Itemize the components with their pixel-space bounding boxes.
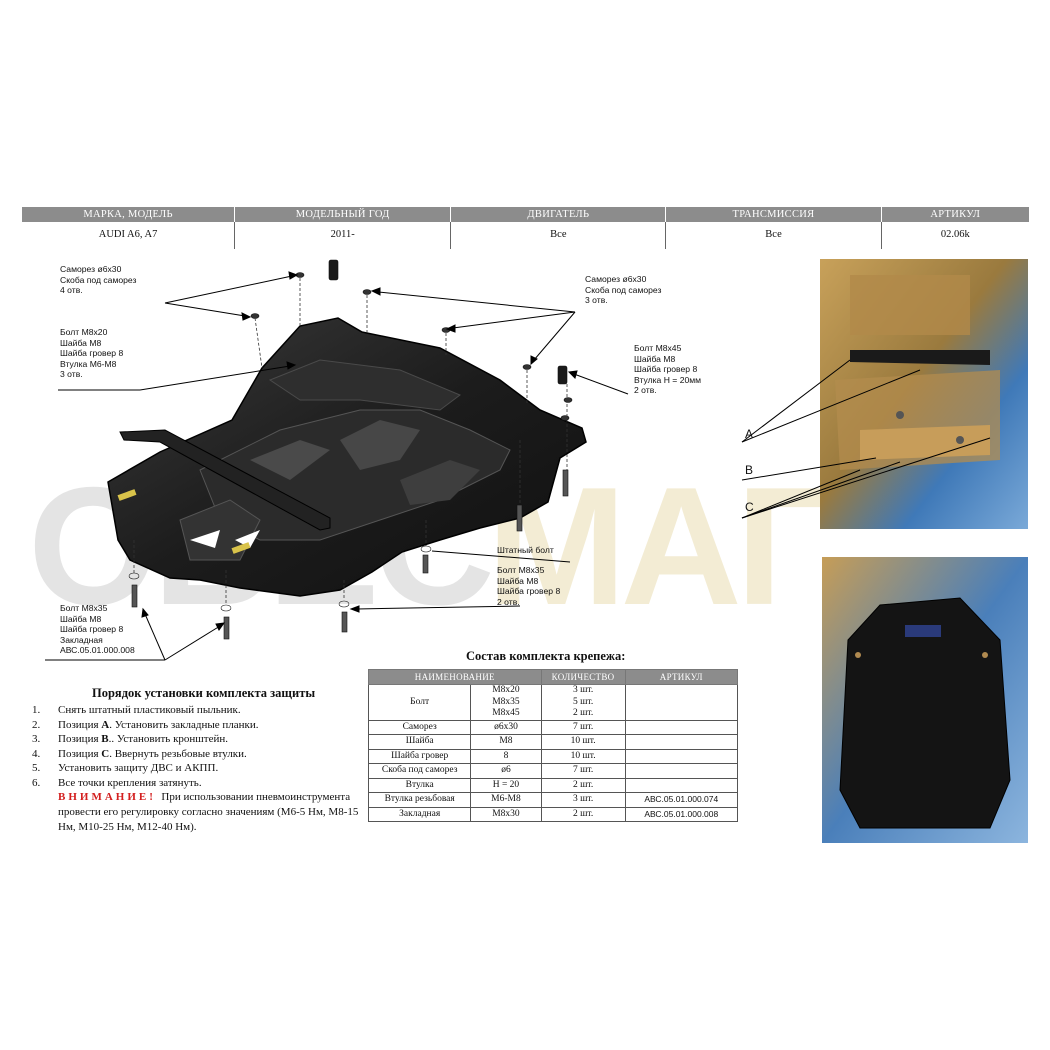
callout-leaders <box>45 271 629 661</box>
callout-bolt-m8x45: Болт М8х45 Шайба М8 Шайба гровер 8 Втулк… <box>634 343 702 396</box>
header-val-make: AUDI A6, A7 <box>22 222 236 249</box>
photo-leaders <box>741 359 991 519</box>
kit-header-row: НАИМЕНОВАНИЕ КОЛИЧЕСТВО АРТИКУЛ <box>368 669 739 685</box>
assembly-lines <box>133 278 568 605</box>
kit-col-name: НАИМЕНОВАНИЕ <box>368 669 542 685</box>
callout-screw-left: Саморез ø6x30 Скоба под саморез 4 отв. <box>60 264 137 296</box>
photo-letter-b: B <box>745 463 754 477</box>
header-col-transmission: ТРАНСМИССИЯ <box>666 207 882 222</box>
installation-step: 1.Снять штатный пластиковый пыльник. <box>32 704 241 716</box>
header-row-labels: МАРКА, МОДЕЛЬ МОДЕЛЬНЫЙ ГОД ДВИГАТЕЛЬ ТР… <box>22 207 1029 222</box>
callout-stock-bolt: Штатный болт <box>497 545 554 555</box>
header-val-year: 2011- <box>235 222 452 249</box>
warning-text: При использовании пневмоинструмента пров… <box>58 791 359 833</box>
warning-note: ВНИМАНИЕ! При использовании пневмоинстру… <box>58 790 378 835</box>
callout-bolt-m8x35-right: Болт М8х35 Шайба М8 Шайба гровер 8 2 отв… <box>497 565 561 607</box>
kit-title: Состав комплекта крепежа: <box>466 649 626 663</box>
header-row-values: AUDI A6, A7 2011- Все Все 02.06k <box>22 222 1029 249</box>
callout-screw-right: Саморез ø6x30 Скоба под саморез 3 отв. <box>585 274 662 306</box>
installation-step: 4.Позиция С. Ввернуть резьбовые втулки. <box>32 747 247 760</box>
header-col-engine: ДВИГАТЕЛЬ <box>451 207 667 222</box>
installation-step: 5.Установить защиту ДВС и АКПП. <box>32 762 219 775</box>
installed-plate-photo <box>822 557 1028 843</box>
header-table: МАРКА, МОДЕЛЬ МОДЕЛЬНЫЙ ГОД ДВИГАТЕЛЬ ТР… <box>22 207 1029 249</box>
photo-letter-a: A <box>745 427 754 441</box>
warning-label: ВНИМАНИЕ! <box>58 791 156 803</box>
fasteners <box>128 259 573 640</box>
kit-col-article: АРТИКУЛ <box>624 669 739 685</box>
installation-photo <box>820 259 1028 529</box>
installation-title: Порядок установки комплекта защиты <box>92 686 316 700</box>
callout-bolt-m8x35-left: Болт М8х35 Шайба М8 Шайба гровер 8 Закла… <box>60 603 135 656</box>
installation-step: 2.Позиция А. Установить закладные планки… <box>32 718 259 731</box>
installation-step: 6.Все точки крепления затянуть. <box>32 776 202 789</box>
photo-letter-c: C <box>745 500 754 514</box>
header-col-make: МАРКА, МОДЕЛЬ <box>22 207 236 222</box>
callout-bolt-m8x20: Болт М8х20 Шайба М8 Шайба гровер 8 Втулк… <box>60 327 124 380</box>
installation-step: 3.Позиция В.. Установить кронштейн. <box>32 733 228 746</box>
skid-plate <box>107 317 587 597</box>
kit-col-qty: КОЛИЧЕСТВО <box>540 669 626 685</box>
installation-list: 1.Снять штатный пластиковый пыльник. 2.П… <box>32 703 259 791</box>
header-val-transmission: Все <box>666 222 882 249</box>
header-val-article: 02.06k <box>940 229 970 240</box>
kit-table: НАИМЕНОВАНИЕ КОЛИЧЕСТВО АРТИКУЛ Болт М8х… <box>367 669 739 822</box>
header-col-article: АРТИКУЛ <box>930 209 981 220</box>
header-val-engine: Все <box>451 222 667 249</box>
header-col-year: МОДЕЛЬНЫЙ ГОД <box>235 207 452 222</box>
